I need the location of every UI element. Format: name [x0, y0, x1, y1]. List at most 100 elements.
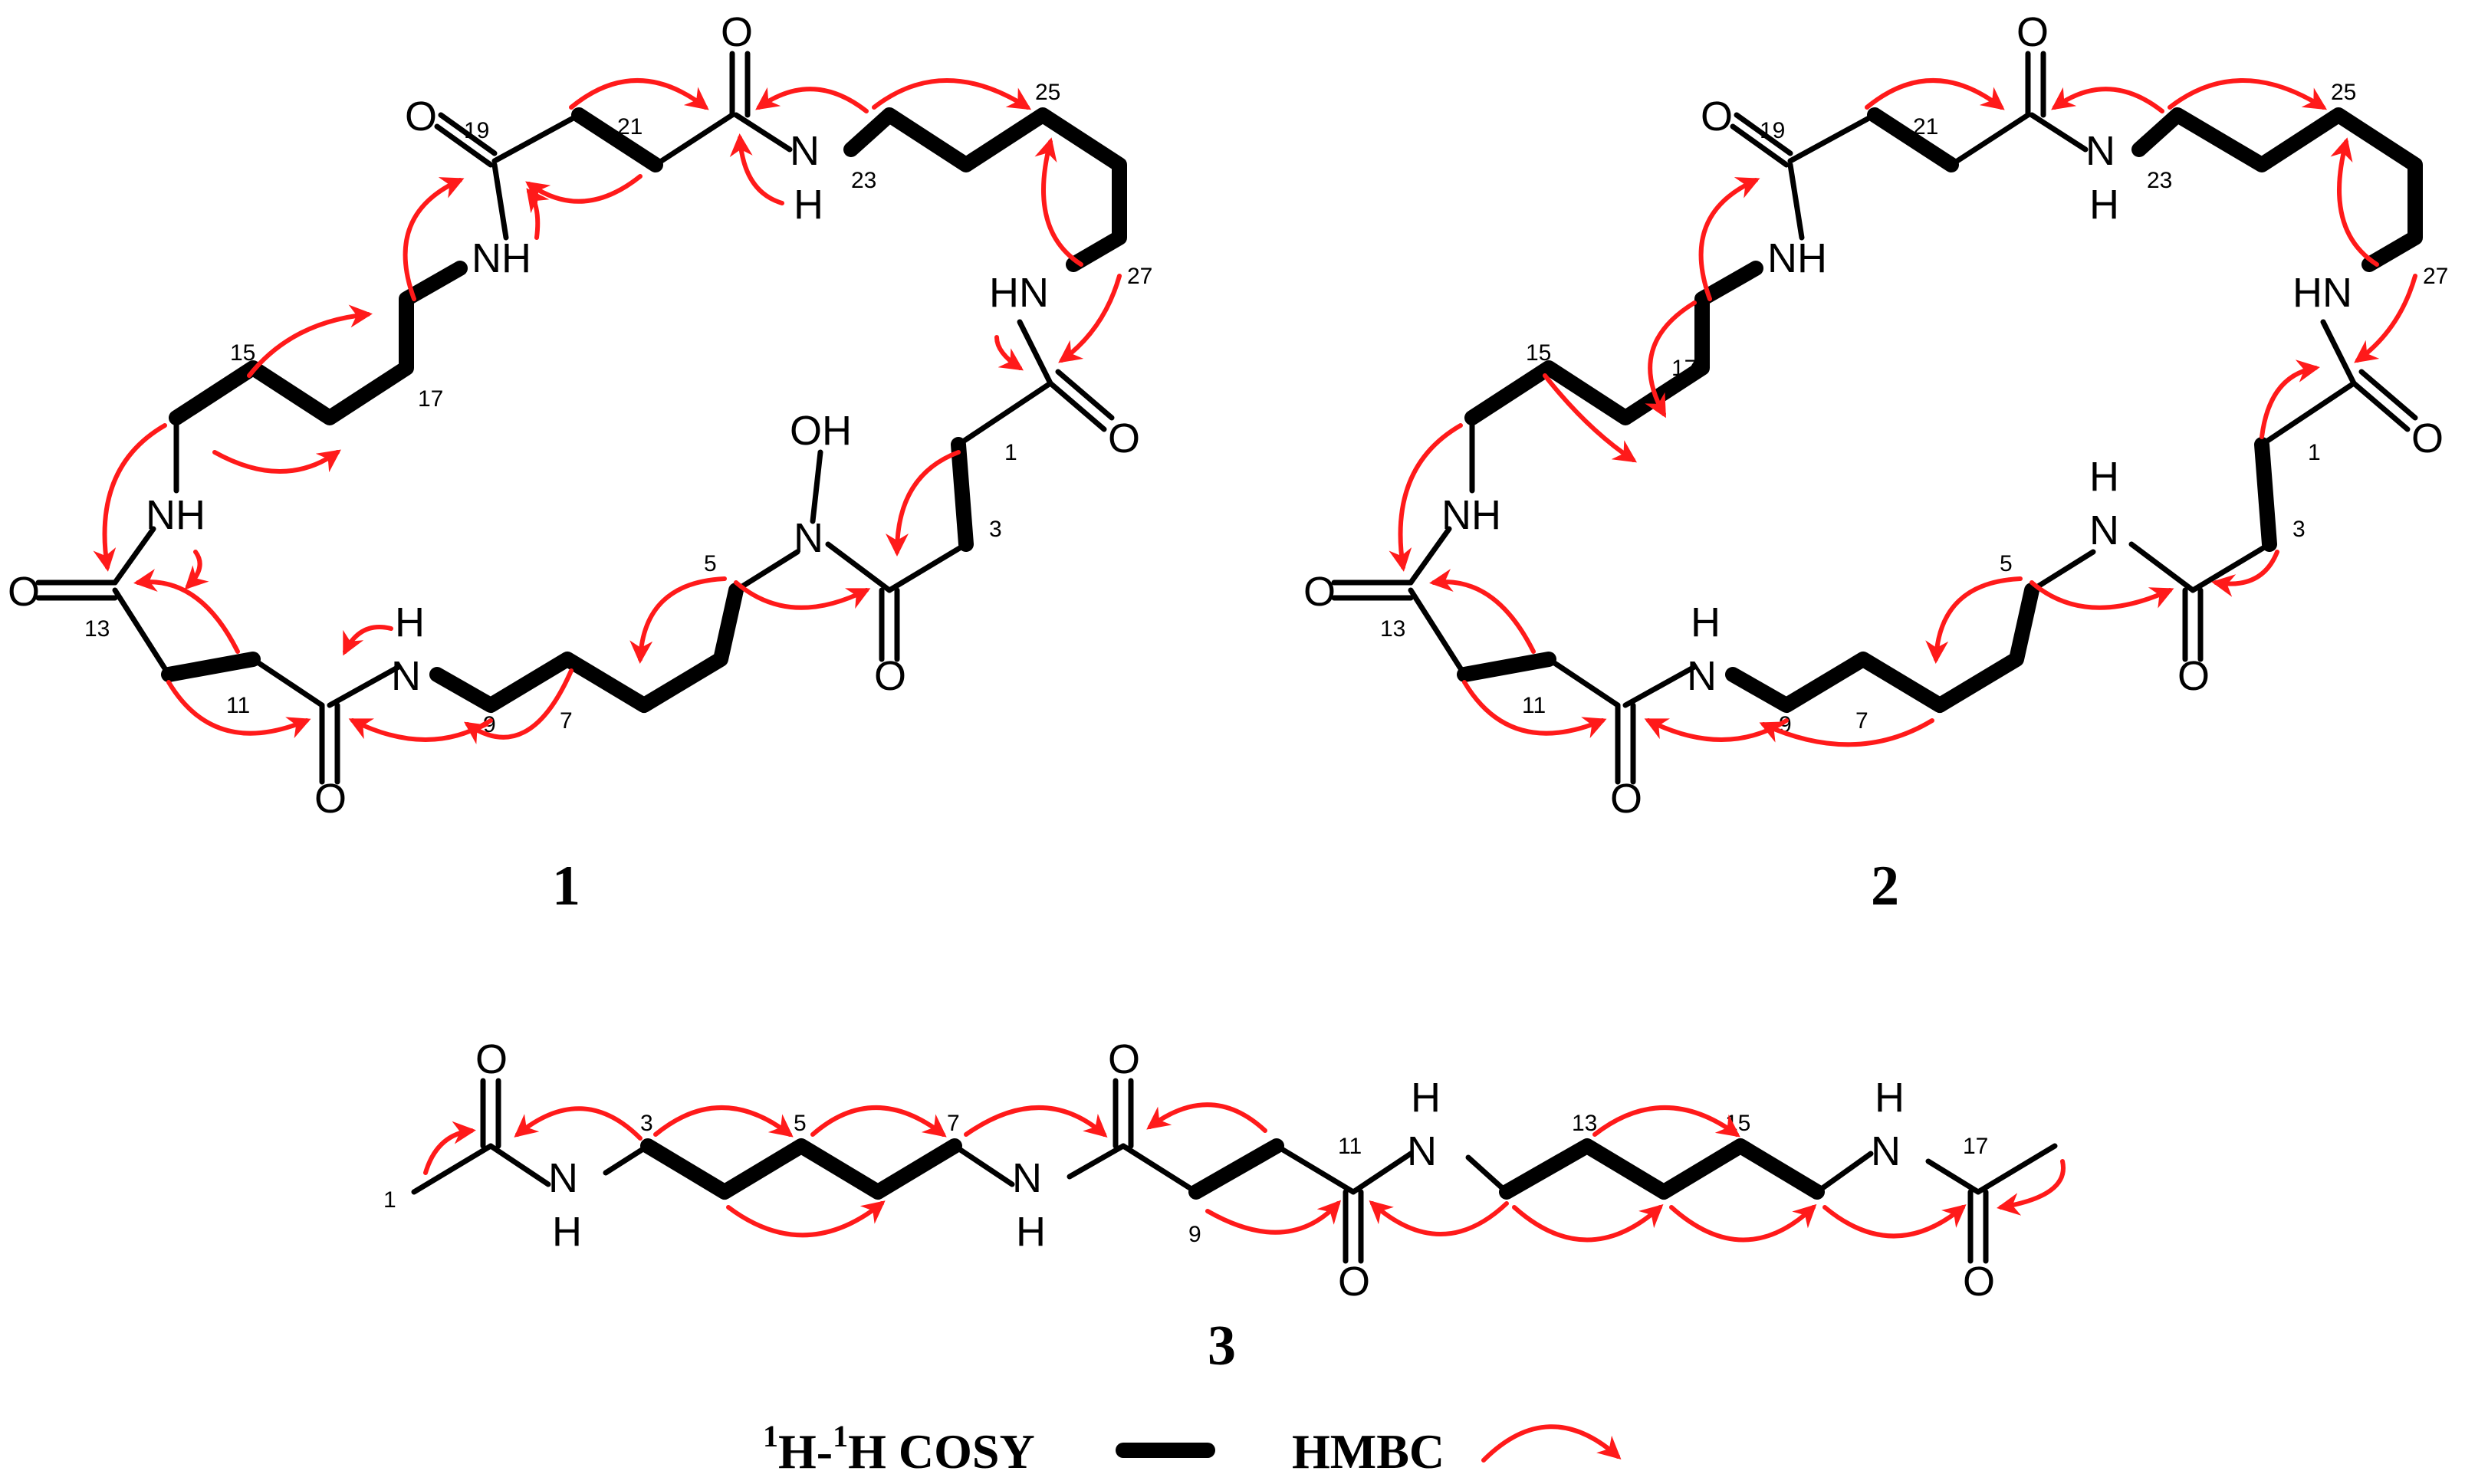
c2-hmbc-a1: [1865, 78, 2005, 110]
c3-hmbc-a12: [1669, 1203, 1817, 1243]
c3-num-7: 7: [947, 1111, 960, 1136]
c3-hmbc-a11: [1592, 1105, 1740, 1138]
c2-cosy-14-18: [1464, 261, 1763, 425]
c2-bond-11-10: [1546, 656, 1621, 708]
c1-cosy-21: [571, 107, 663, 172]
legend-hmbc-text: HMBC: [1292, 1424, 1444, 1479]
c1-cosy-2-3: [951, 437, 974, 552]
c3-atom-n7: N: [1012, 1155, 1042, 1201]
c1-hmbc-a2: [755, 87, 869, 113]
c2-hmbc-a2: [2051, 87, 2164, 113]
c2-hmbc-a4: [1698, 177, 1760, 301]
c2-cosy-11: [1457, 652, 1556, 682]
c2-atom-hn1: HN: [2292, 270, 2352, 316]
c2-num-5: 5: [2000, 551, 2013, 576]
c1-hmbc-a14: [93, 423, 167, 572]
c2-num-19: 19: [1760, 118, 1785, 143]
compound-3-structure: O N H N H O H N O H N O 1 3 5 7 9 11 13 …: [383, 1036, 2066, 1377]
c2-bond-o1b: [2358, 369, 2418, 421]
c1-hmbc-a4: [729, 133, 784, 205]
c3-num-1: 1: [383, 1187, 396, 1213]
c2-bond-19-20: [1787, 112, 1878, 164]
c3-hmbc-a9: [1369, 1200, 1509, 1236]
c2-num-21: 21: [1913, 114, 1938, 140]
c1-bond-11-10: [250, 656, 325, 708]
c1-bond-13-12: [112, 587, 172, 678]
c1-hmbc-a10: [994, 335, 1024, 371]
c3-hmbc-a3: [653, 1105, 794, 1138]
c3-atom-h11: H: [1411, 1075, 1441, 1121]
c3-hmbc-a6: [726, 1200, 886, 1238]
c3-hmbc-a5: [964, 1105, 1108, 1138]
c2-hmbc-a7: [2354, 274, 2417, 363]
c2-num-15: 15: [1526, 340, 1551, 366]
c2-bond-4-3: [2190, 541, 2273, 593]
compound-2-structure: O O N H NH HN O H N O NH O H N O 19 21 2…: [1303, 9, 2448, 918]
c3-bond-1-2: [411, 1143, 494, 1195]
c1-num-11: 11: [226, 693, 250, 718]
c2-hmbc-a11: [1389, 423, 1463, 572]
c3-atom-o8: O: [1108, 1036, 1140, 1082]
c1-hmbc-a7: [403, 177, 465, 301]
c2-hmbc-a6: [2330, 137, 2379, 267]
c1-atom-n4: N: [794, 515, 823, 561]
compound-2-label: 2: [1871, 855, 1899, 918]
c1-bond-19-20: [491, 112, 582, 164]
c3-bond-17-18: [1975, 1143, 2058, 1195]
c3-hmbc-a2: [514, 1106, 643, 1141]
c1-cosy-11: [161, 652, 261, 682]
c1-num-5: 5: [704, 551, 717, 576]
c1-num-23: 23: [851, 168, 876, 193]
c2-bond-o1: [2351, 380, 2411, 432]
c3-atom-h7: H: [1016, 1209, 1046, 1255]
c1-bond-o19b: [434, 123, 494, 168]
c3-num-15: 15: [1725, 1111, 1750, 1136]
c3-atom-o11: O: [1338, 1259, 1370, 1305]
c1-atom-oh: OH: [790, 408, 852, 454]
c2-bond-13-12: [1408, 587, 1467, 678]
c2-num-17: 17: [1671, 356, 1697, 381]
c3-cosy-12-16: [1499, 1138, 1825, 1200]
c1-atom-hn1: HN: [989, 270, 1049, 316]
c1-hmbc-a19: [464, 668, 574, 744]
c1-bond-2-1: [955, 380, 1053, 448]
c1-cosy-14-18: [169, 261, 468, 425]
c1-atom-o19: O: [405, 94, 437, 140]
c1-hmbc-a22: [734, 580, 871, 610]
c2-atom-o1: O: [2411, 415, 2444, 461]
c2-bond-22-n: [2029, 112, 2089, 153]
c3-hmbc-a4: [810, 1105, 947, 1138]
c3-hmbc-a10: [1512, 1204, 1664, 1243]
c3-bond-nh-8: [1067, 1143, 1126, 1180]
c1-bond-n-4: [825, 541, 892, 593]
c2-bond-2-1: [2259, 380, 2357, 448]
c1-atom-o13: O: [8, 569, 40, 615]
c1-num-13: 13: [84, 616, 110, 642]
c2-num-13: 13: [1380, 616, 1405, 642]
c1-hmbc-a3: [872, 78, 1032, 110]
c1-bond-19-nh: [491, 162, 509, 241]
c1-hmbc-a5: [525, 174, 643, 205]
c2-bond-nh-4: [2128, 541, 2196, 593]
c3-hmbc-a13: [1822, 1204, 1967, 1239]
c3-bond-2-nh: [488, 1143, 551, 1187]
c2-cosy-23-27: [2131, 107, 2423, 272]
c1-bond-10-nh: [327, 664, 402, 708]
c1-bond-4-3: [886, 541, 969, 593]
c3-bond-10-11: [1274, 1143, 1356, 1195]
c1-num-17: 17: [418, 386, 443, 412]
c1-cosy-5-9: [429, 583, 744, 713]
c2-atom-o10: O: [1610, 776, 1642, 822]
c2-atom-nh14: NH: [1441, 492, 1501, 538]
c2-num-7: 7: [1855, 708, 1868, 734]
c1-atom-o4: O: [874, 653, 906, 699]
c2-hmbc-a17: [2030, 580, 2174, 610]
c1-bond-o19: [438, 112, 498, 156]
c3-cosy-9-10: [1188, 1138, 1284, 1200]
c2-bond-nh-13: [1408, 526, 1452, 586]
c2-hmbc-a3: [2168, 78, 2328, 110]
c2-atom-n22: N: [2085, 128, 2115, 174]
c2-bond-o19b: [1730, 123, 1790, 168]
c2-bond-5-nh: [2029, 549, 2096, 593]
c3-atom-o17: O: [1963, 1259, 1995, 1305]
